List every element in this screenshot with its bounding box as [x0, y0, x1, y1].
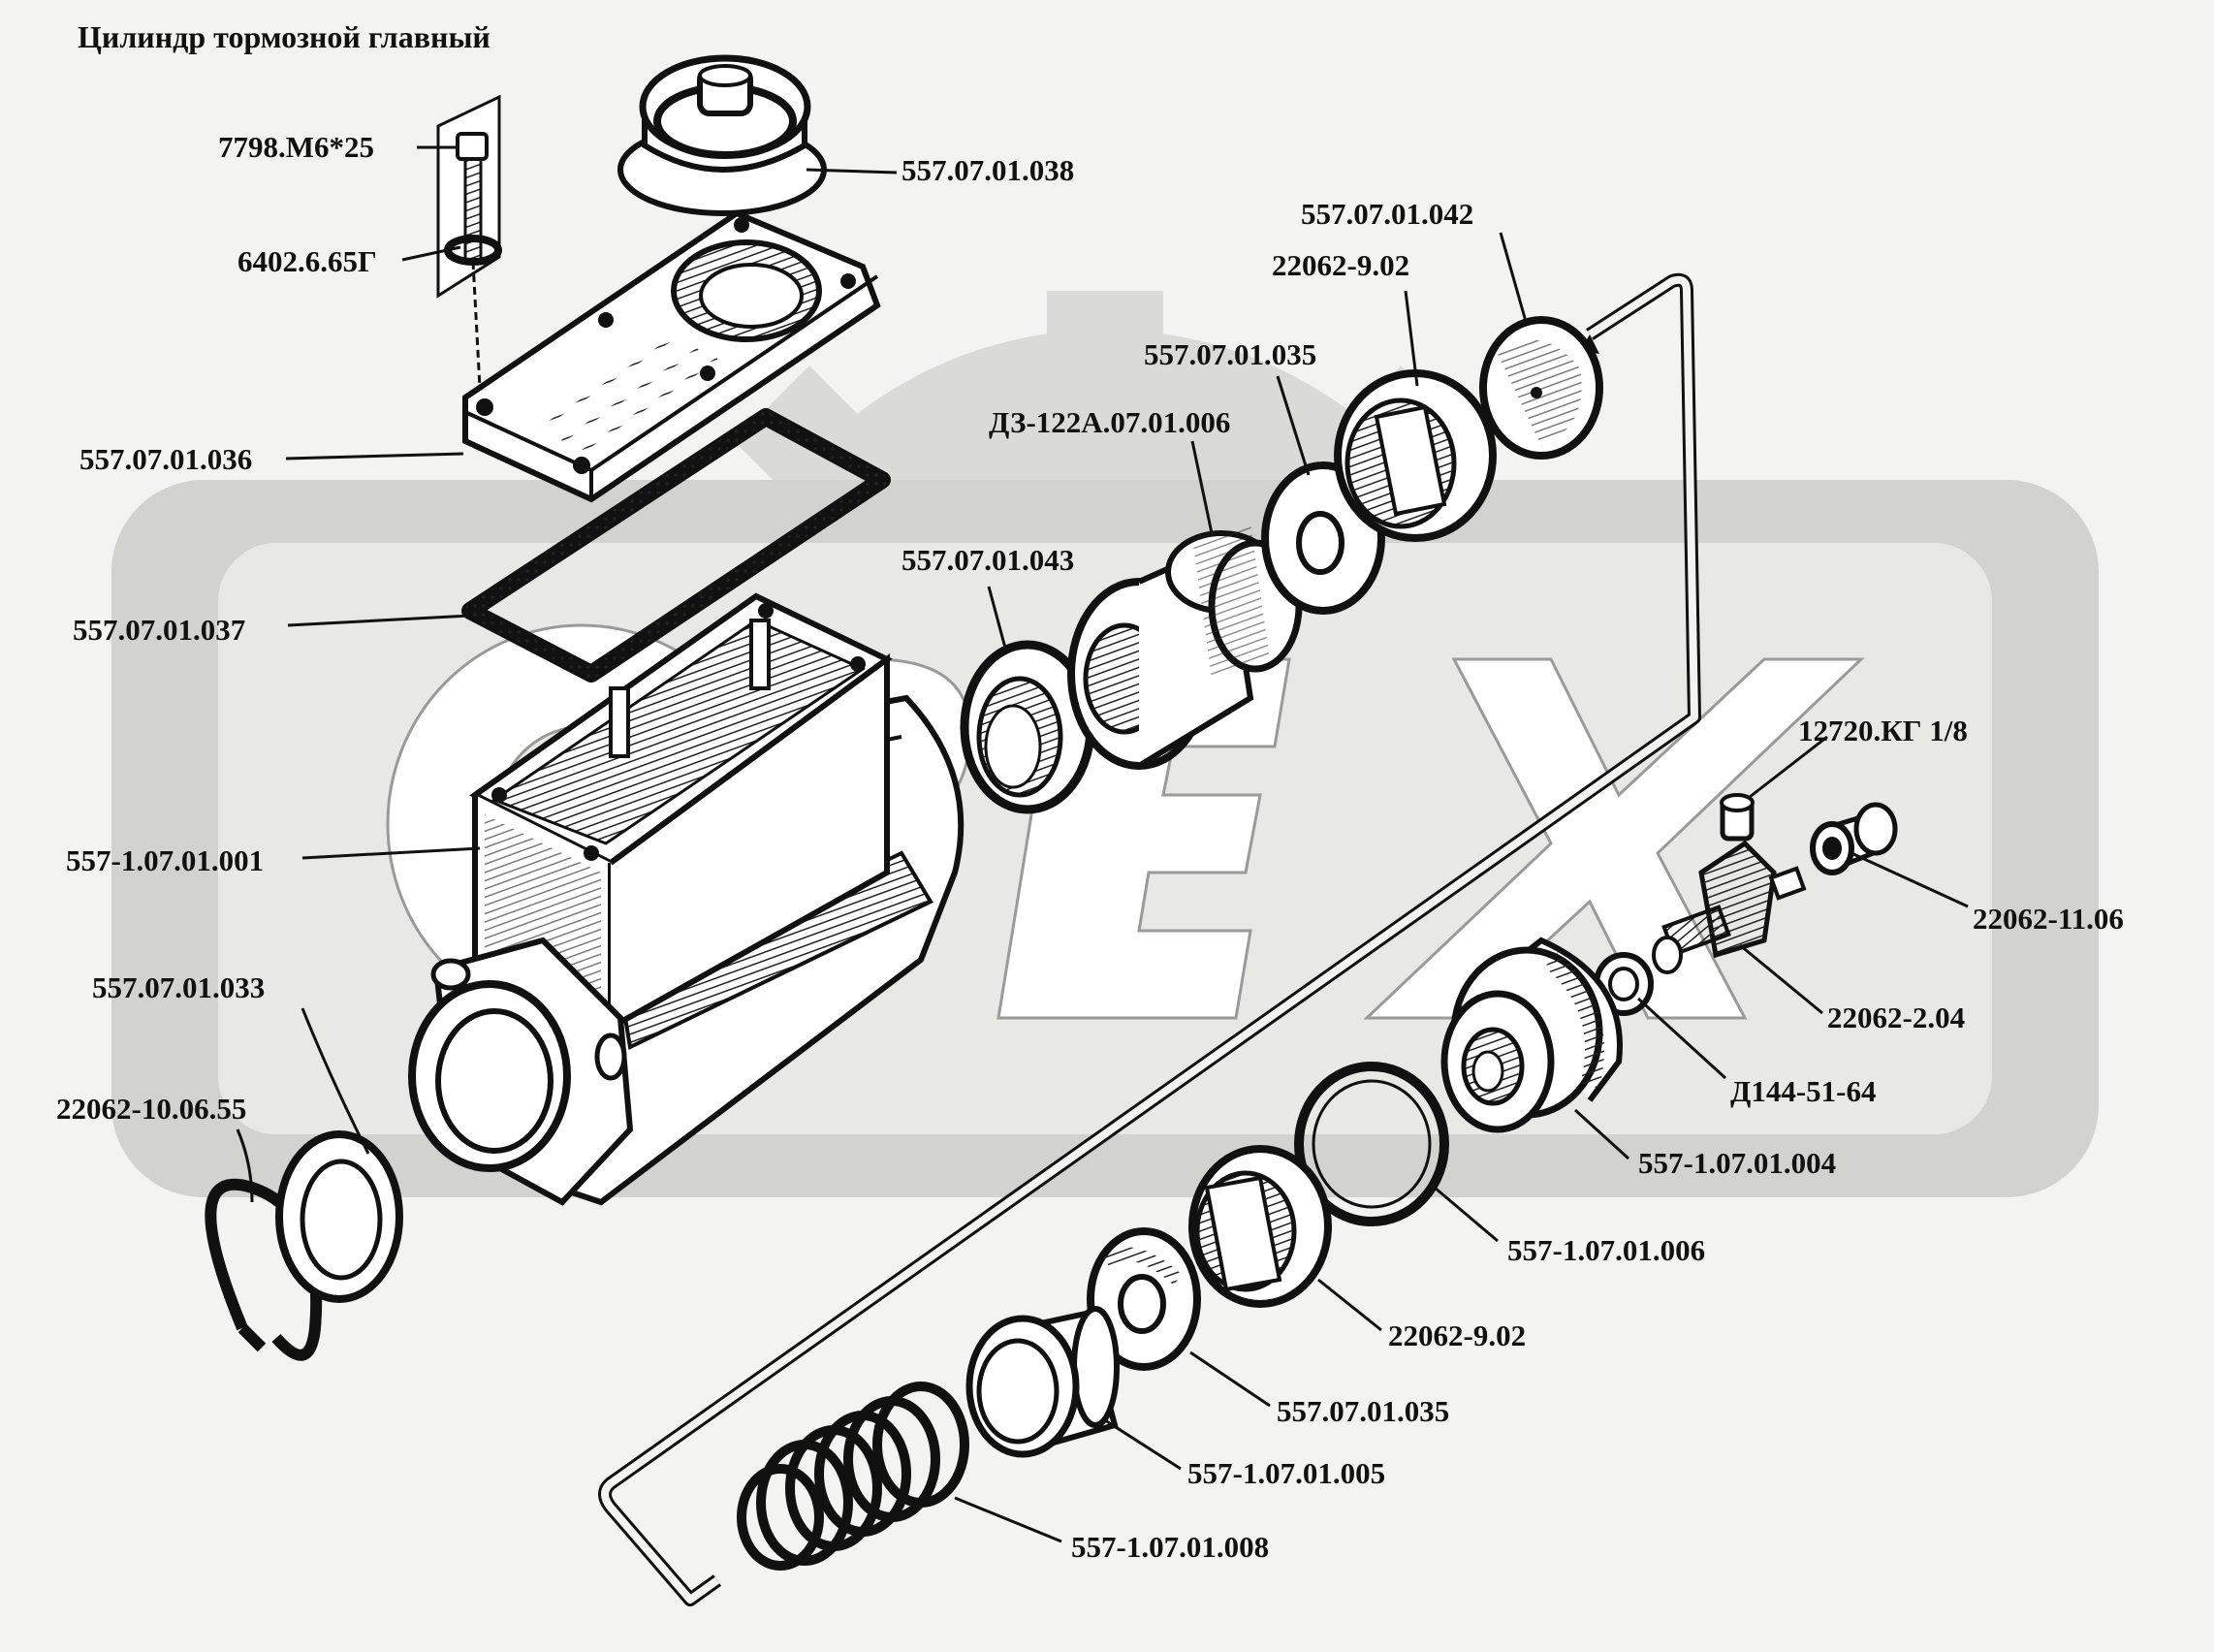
label-washer-rear: 557.07.01.033	[92, 970, 266, 1004]
label-washer-d144: Д144-51-64	[1730, 1074, 1877, 1108]
label-spring-008: 557-1.07.01.008	[1071, 1530, 1270, 1564]
cylinder-body	[408, 592, 965, 1206]
spring-008	[737, 1382, 969, 1571]
label-bleeder: 12720.КГ 1/8	[1798, 714, 1968, 747]
label-valve-035-top: 557.07.01.035	[1144, 337, 1317, 371]
label-ring-rear: 22062-10.06.55	[56, 1092, 247, 1126]
label-cover: 557.07.01.036	[79, 442, 253, 476]
cuff-043	[960, 640, 1095, 814]
reservoir-cover	[462, 209, 881, 503]
label-cuff-902-bottom: 22062-9.02	[1388, 1318, 1527, 1352]
cuff-902-bottom	[1188, 1145, 1332, 1308]
label-cap-1106: 22062-11.06	[1973, 902, 2124, 936]
label-cap: 557.07.01.038	[901, 153, 1075, 187]
label-sleeve-005: 557-1.07.01.005	[1187, 1456, 1386, 1490]
valve-035-bottom	[1087, 1227, 1201, 1371]
label-washer-spring: 6402.6.65Г	[237, 244, 377, 278]
label-valve-035-bottom: 557.07.01.035	[1277, 1394, 1450, 1428]
sleeve-005	[965, 1306, 1120, 1458]
label-gasket: 557.07.01.037	[73, 613, 246, 647]
label-cuff-902-top: 22062-9.02	[1272, 248, 1410, 282]
label-ring-006: 557-1.07.01.006	[1507, 1233, 1706, 1267]
label-plug-004: 557-1.07.01.004	[1638, 1146, 1837, 1180]
filler-cap	[617, 54, 827, 216]
bolt-assembly	[436, 94, 502, 389]
diagram-title: Цилиндр тормозной главный	[78, 19, 490, 54]
rear-washer	[275, 1130, 403, 1303]
piston	[1067, 524, 1303, 770]
label-piston: ДЗ-122А.07.01.006	[989, 405, 1231, 439]
dust-cap	[1810, 802, 1898, 875]
disc-042	[1479, 316, 1603, 460]
cover-gasket	[461, 408, 891, 683]
label-bolt: 7798.М6*25	[218, 130, 375, 164]
label-body: 557-1.07.01.001	[66, 843, 265, 877]
end-plug	[1440, 937, 1623, 1133]
label-fitting-204: 22062-2.04	[1827, 1001, 1966, 1034]
leader-lines	[236, 145, 1969, 1543]
sealing-ring-006	[1294, 1062, 1449, 1226]
bleeder-fitting	[1652, 793, 1807, 974]
cuff-902-top	[1334, 369, 1497, 542]
label-cuff-043: 557.07.01.043	[901, 543, 1075, 577]
label-disc-042: 557.07.01.042	[1301, 197, 1474, 231]
